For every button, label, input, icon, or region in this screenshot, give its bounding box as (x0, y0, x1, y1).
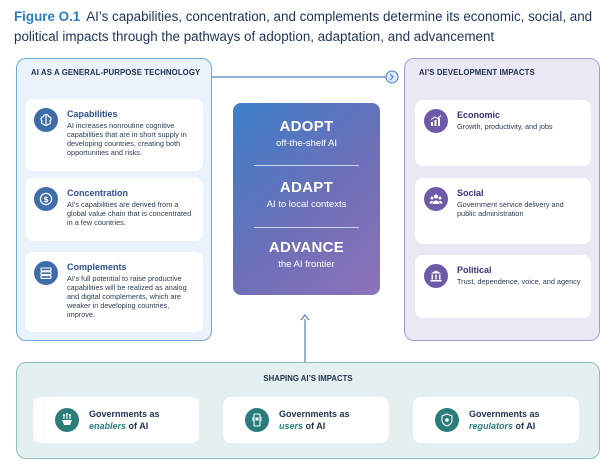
bar-chart-icon (424, 109, 448, 133)
political-text: Trust, dependence, voice, and agency (457, 277, 581, 286)
dollar-coin-icon: $ (34, 187, 58, 211)
users-prefix: Governments as (279, 409, 350, 419)
social-text: Government service delivery and public a… (457, 200, 564, 218)
enablers-label: Governments as enablers of AI (89, 408, 160, 432)
capabilities-title: Capabilities (67, 109, 118, 119)
stage-advance-heading: ADVANCE (268, 239, 345, 256)
stage-adapt: ADAPT AI to local contexts (233, 179, 380, 210)
governments-enablers-card: Governments as enablers of AI (33, 397, 199, 443)
left-panel-heading: AI AS A GENERAL-PURPOSE TECHNOLOGY (31, 68, 201, 77)
enablers-role: enablers (89, 421, 127, 431)
stage-divider (254, 165, 359, 166)
economic-text: Growth, productivity, and jobs (457, 122, 553, 131)
brain-icon (34, 108, 58, 132)
capabilities-text: AI increases nonroutine cognitive capabi… (67, 121, 187, 157)
bottom-panel-heading: SHAPING AI’S IMPACTS (263, 374, 353, 383)
concentration-text: AI’s capabilities are derived from a glo… (67, 200, 192, 227)
political-card: Political Trust, dependence, voice, and … (415, 255, 591, 318)
complements-card: Complements AI’s full potential to raise… (25, 252, 203, 332)
stage-advance-subtitle: the AI frontier (278, 259, 335, 270)
shield-gear-icon (435, 408, 459, 432)
right-panel-heading: AI’S DEVELOPMENT IMPACTS (419, 68, 535, 77)
economic-title: Economic (457, 110, 501, 120)
people-group-icon (424, 187, 448, 211)
regulators-suffix: of AI (515, 421, 536, 431)
complements-text: AI’s full potential to raise productive … (67, 274, 187, 319)
social-title: Social (457, 188, 484, 198)
svg-text:$: $ (43, 195, 49, 204)
regulators-prefix: Governments as (469, 409, 540, 419)
stage-adopt-subtitle: off-the-shelf AI (275, 138, 338, 149)
stage-adopt: ADOPT off-the-shelf AI (233, 118, 380, 149)
development-impacts-panel: AI’S DEVELOPMENT IMPACTS Economic Growth… (404, 58, 600, 341)
regulators-label: Governments as regulators of AI (469, 408, 540, 432)
figure-title-text: AI’s capabilities, concentration, and co… (14, 9, 593, 44)
political-title: Political (457, 265, 492, 275)
users-role: users (279, 421, 304, 431)
phone-chip-icon (245, 408, 269, 432)
users-suffix: of AI (305, 421, 326, 431)
figure-label: Figure O.1 (14, 9, 81, 24)
server-stack-icon (34, 261, 58, 285)
enablers-suffix: of AI (128, 421, 149, 431)
governments-regulators-card: Governments as regulators of AI (413, 397, 579, 443)
concentration-card: $ Concentration AI’s capabilities are de… (25, 178, 203, 241)
users-label: Governments as users of AI (279, 408, 350, 432)
circuit-hand-icon (55, 408, 79, 432)
enablers-prefix: Governments as (89, 409, 160, 419)
social-card: Social Government service delivery and p… (415, 178, 591, 244)
governments-users-card: Governments as users of AI (223, 397, 389, 443)
economic-card: Economic Growth, productivity, and jobs (415, 100, 591, 166)
stage-adapt-heading: ADAPT (279, 179, 334, 196)
general-purpose-technology-panel: AI AS A GENERAL-PURPOSE TECHNOLOGY Capab… (16, 58, 212, 341)
stage-adapt-subtitle: AI to local contexts (266, 199, 347, 210)
concentration-title: Concentration (67, 188, 129, 198)
shaping-impacts-panel: SHAPING AI’S IMPACTS Governments as enab… (16, 362, 600, 459)
regulators-role: regulators (469, 421, 514, 431)
government-building-icon (424, 264, 448, 288)
stage-advance: ADVANCE the AI frontier (233, 239, 380, 270)
pathways-box: ADOPT off-the-shelf AI ADAPT AI to local… (233, 103, 380, 295)
complements-title: Complements (67, 262, 127, 272)
stage-adopt-heading: ADOPT (279, 118, 334, 135)
stage-divider (254, 227, 359, 228)
capabilities-card: Capabilities AI increases nonroutine cog… (25, 99, 203, 171)
